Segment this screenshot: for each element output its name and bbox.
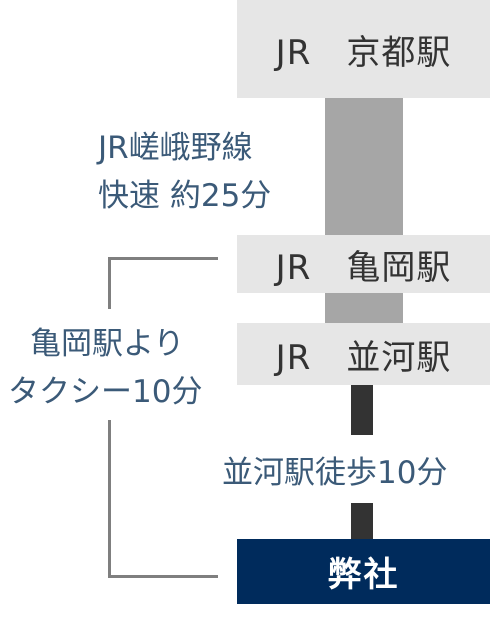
taxi-label-line1: 亀岡駅より — [30, 326, 185, 362]
walk-label: 並河駅徒歩10分 — [222, 455, 448, 491]
taxi-bracket-bottom-horizontal — [108, 575, 218, 578]
walk-connector-lower — [351, 503, 373, 539]
taxi-bracket-lower-vertical — [108, 420, 111, 578]
train-connector — [325, 98, 403, 235]
taxi-bracket-upper-vertical — [108, 257, 111, 309]
kameoka-namikawa-connector — [325, 293, 403, 323]
train-line-label: JR嵯峨野線 — [98, 130, 253, 166]
station-kyoto: JR 京都駅 — [237, 0, 490, 98]
destination-company: 弊社 — [237, 539, 490, 604]
station-namikawa: JR 並河駅 — [237, 323, 490, 385]
walk-connector-upper — [351, 385, 373, 435]
taxi-label-line2: タクシー10分 — [8, 374, 203, 410]
taxi-bracket-top-horizontal — [108, 257, 218, 260]
train-service-label: 快速 約25分 — [98, 178, 272, 214]
station-kameoka: JR 亀岡駅 — [237, 235, 490, 293]
